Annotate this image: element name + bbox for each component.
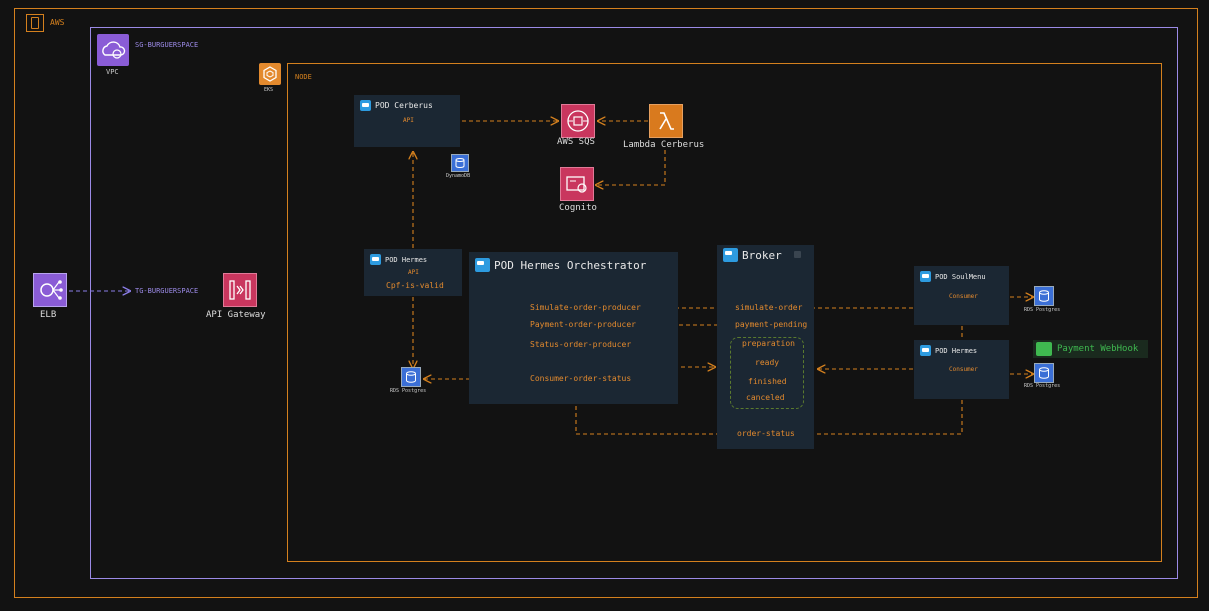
pod-cerberus-title: POD Cerberus (375, 101, 433, 110)
broker[interactable]: Broker (717, 245, 814, 449)
sqs-label: AWS SQS (557, 137, 595, 147)
sg-label: SG-BURGUERSPACE (135, 41, 199, 49)
pod-hermes-api-title: POD Hermes (385, 255, 428, 264)
aws-group (14, 8, 1198, 598)
pod-soulmenu-title: POD SoulMenu (935, 272, 986, 281)
payment-webhook[interactable]: Payment WebHook (1033, 340, 1148, 358)
docker-icon (920, 271, 931, 282)
aws-logo-icon (26, 14, 44, 32)
status-canceled: canceled (746, 393, 785, 402)
payment-order-producer: Payment-order-producer (530, 320, 636, 329)
dynamodb-label: DynamoDB (446, 173, 471, 179)
docker-icon (370, 254, 381, 265)
pod-soulmenu-role: Consumer (949, 293, 978, 300)
broker-title: Broker (742, 248, 782, 262)
status-order-producer: Status-order-producer (530, 340, 632, 349)
docker-icon (360, 100, 371, 111)
pod-hermes-orchestrator[interactable]: POD Hermes Orchestrator (469, 252, 678, 404)
queue-simulate-order: simulate-order (735, 303, 803, 312)
pod-hermes-api-role: API (408, 269, 419, 276)
webhook-icon (1036, 342, 1052, 356)
consumer-order-status: Consumer-order-status (530, 374, 632, 383)
pod-hermes-api-endpoint: Cpf-is-valid (386, 281, 444, 290)
status-preparation: preparation (742, 339, 795, 348)
rds-postgres-icon (1034, 286, 1054, 306)
api-gateway-label: API Gateway (206, 310, 266, 320)
broker-menu-icon[interactable] (794, 251, 801, 258)
pod-hermes-api[interactable]: POD Hermes API Cpf-is-valid (364, 249, 462, 296)
node-label: NODE (295, 73, 312, 81)
rds-soulmenu-label: RDS Postgres (1024, 307, 1061, 313)
elb-label: ELB (40, 310, 57, 320)
rds-hermes2-label: RDS Postgres (1024, 383, 1061, 389)
pod-cerberus-role: API (403, 117, 414, 124)
queue-payment-pending: payment-pending (735, 320, 808, 329)
sqs-icon (561, 104, 595, 138)
pod-hermes-consumer-title: POD Hermes (935, 346, 978, 355)
pod-soulmenu[interactable]: POD SoulMenu Consumer (914, 266, 1009, 325)
aws-label: AWS (50, 18, 65, 27)
api-gateway-icon (223, 273, 257, 307)
pod-hermes-consumer-role: Consumer (949, 366, 978, 373)
vpc-label: VPC (106, 68, 119, 76)
pod-hermes-consumer[interactable]: POD Hermes Consumer (914, 340, 1009, 399)
cognito-label: Cognito (559, 203, 597, 213)
eks-label: EKS (264, 87, 274, 93)
status-finished: finished (748, 377, 787, 386)
eks-icon (259, 63, 281, 85)
docker-icon (920, 345, 931, 356)
payment-webhook-label: Payment WebHook (1057, 344, 1139, 354)
pod-cerberus[interactable]: POD Cerberus API (354, 95, 460, 147)
rds-postgres-icon (1034, 363, 1054, 383)
elb-icon (33, 273, 67, 307)
queue-order-status: order-status (737, 429, 795, 438)
status-group (730, 337, 804, 409)
rds-postgres-icon (401, 367, 421, 387)
cognito-icon (560, 167, 594, 201)
rds-hermes-label: RDS Postgres (390, 388, 427, 394)
docker-icon (475, 258, 490, 272)
status-ready: ready (755, 358, 780, 367)
dynamodb-icon (451, 154, 469, 172)
lambda-icon (649, 104, 683, 138)
orchestrator-title: POD Hermes Orchestrator (494, 258, 647, 272)
vpc-icon (97, 34, 129, 66)
simulate-order-producer: Simulate-order-producer (530, 303, 641, 312)
lambda-label: Lambda Cerberus (623, 140, 705, 150)
node-group (287, 63, 1162, 562)
docker-icon (723, 248, 738, 262)
tg-label: TG-BURGUERSPACE (135, 287, 199, 295)
security-group (90, 27, 1178, 579)
